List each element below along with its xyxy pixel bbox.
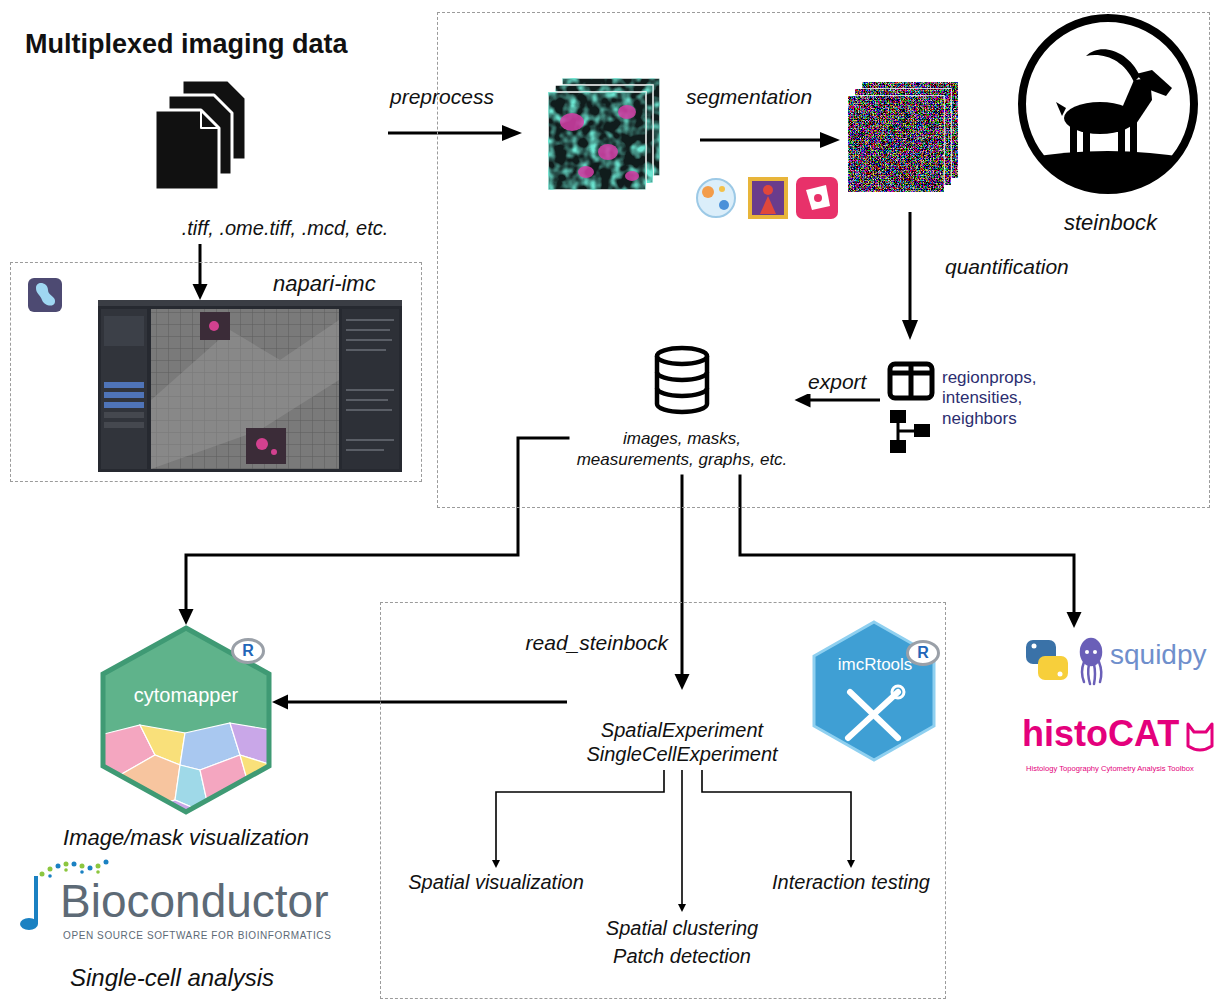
- squidpy-icon: [1081, 639, 1101, 684]
- arrowhead: [179, 609, 194, 625]
- arrowhead: [795, 393, 811, 408]
- node-text: Spatial visualization: [408, 870, 584, 894]
- node-text: SpatialExperiment SingleCellExperiment: [577, 718, 787, 766]
- segmentation-tool-icons: [697, 177, 838, 219]
- arrowhead: [675, 674, 690, 690]
- node-text: steinbock: [1064, 210, 1157, 236]
- napari-imc-region: napari-imc: [10, 262, 422, 482]
- edge-label: export: [806, 369, 868, 394]
- imcrtools-region: imcRtoolsSpatialExperiment SingleCellExp…: [380, 602, 946, 999]
- arrowhead: [847, 860, 855, 868]
- logo-wordmark: Bioconductor: [60, 878, 329, 924]
- steinbock-logo: [1015, 18, 1200, 200]
- node-text: .tiff, .ome.tiff, .mcd, etc.: [150, 216, 420, 240]
- arrowhead: [193, 284, 208, 300]
- step-label: segmentation: [686, 84, 812, 109]
- connector-arrow: [678, 770, 686, 912]
- connector-line: [740, 475, 1074, 614]
- node-text: cytomapper: [100, 683, 272, 707]
- connector-line: [199, 244, 202, 285]
- connector-line: [186, 438, 570, 610]
- sce-node: SpatialExperiment SingleCellExperiment: [567, 690, 797, 770]
- arrowhead: [678, 904, 686, 912]
- cell-mosaic: [100, 723, 272, 815]
- connector-line: [681, 475, 684, 676]
- connector-arrow: [702, 770, 855, 868]
- node-text: images, masks, measurements, graphs, etc…: [570, 428, 795, 471]
- python-logo: [1026, 640, 1068, 680]
- analysis-task: Spatial visualization: [404, 868, 588, 896]
- connector-arrow: [675, 475, 690, 691]
- node-text: histoCAT: [1022, 716, 1179, 752]
- steinbock-region: steinbock regionprops, intensities, neigh…: [437, 12, 1210, 508]
- histocat-cat-icon: [1188, 724, 1212, 750]
- arrowhead: [492, 860, 500, 868]
- r-badge: R: [231, 638, 265, 664]
- quantification-icons: [890, 364, 932, 453]
- connector-arrow: [740, 475, 1082, 629]
- figure-title: Multiplexed imaging data: [25, 28, 348, 60]
- connector-arrow: [193, 244, 208, 300]
- connector-arrow: [179, 438, 570, 625]
- node-text: Interaction testing: [772, 870, 930, 894]
- connector-arrow: [492, 770, 664, 868]
- node-text: napari-imc: [273, 271, 376, 297]
- node-text: Spatial clustering Patch detection: [592, 914, 772, 970]
- step-label: preprocess: [390, 84, 494, 109]
- arrowhead: [1067, 612, 1082, 628]
- node-text: squidpy: [1110, 638, 1207, 672]
- preprocessed-image-stack: [548, 78, 660, 190]
- connector-arrow: [272, 695, 567, 710]
- database-node: images, masks, measurements, graphs, etc…: [570, 340, 795, 475]
- logo-tagline: OPEN SOURCE SOFTWARE FOR BIOINFORMATICS: [63, 930, 331, 942]
- connector-arrow: [795, 393, 881, 408]
- node-text: Histology Topography Cytometry Analysis …: [1026, 764, 1194, 773]
- segmented-image-stack: [848, 82, 958, 192]
- file-input-node: .tiff, .ome.tiff, .mcd, etc.: [150, 76, 420, 244]
- node-text: regionprops, intensities, neighbors: [942, 368, 1042, 429]
- r-badge: R: [906, 640, 940, 666]
- file-stack-icon: [155, 80, 246, 190]
- connector-line: [681, 770, 683, 905]
- napari-screenshot: [28, 278, 402, 472]
- connector-line: [810, 399, 881, 402]
- python-tools-node: squidpy histoCAT Histology Topography Cyto…: [1016, 628, 1214, 780]
- arrowhead: [272, 695, 288, 710]
- hex-border: [103, 628, 269, 812]
- node-text: Image/mask visualization: [50, 825, 322, 851]
- analysis-task: Interaction testing: [768, 868, 934, 896]
- database-icon: [657, 348, 707, 412]
- analysis-task: Spatial clustering Patch detection: [588, 912, 776, 972]
- connector-line: [496, 770, 664, 861]
- edge-label: read_steinbock: [524, 630, 670, 655]
- quantification-node: regionprops, intensities, neighbors: [880, 356, 1048, 456]
- caption-label: Single-cell analysis: [70, 964, 274, 993]
- connector-line: [287, 701, 567, 704]
- connector-line: [702, 770, 851, 861]
- step-label: quantification: [945, 254, 1069, 279]
